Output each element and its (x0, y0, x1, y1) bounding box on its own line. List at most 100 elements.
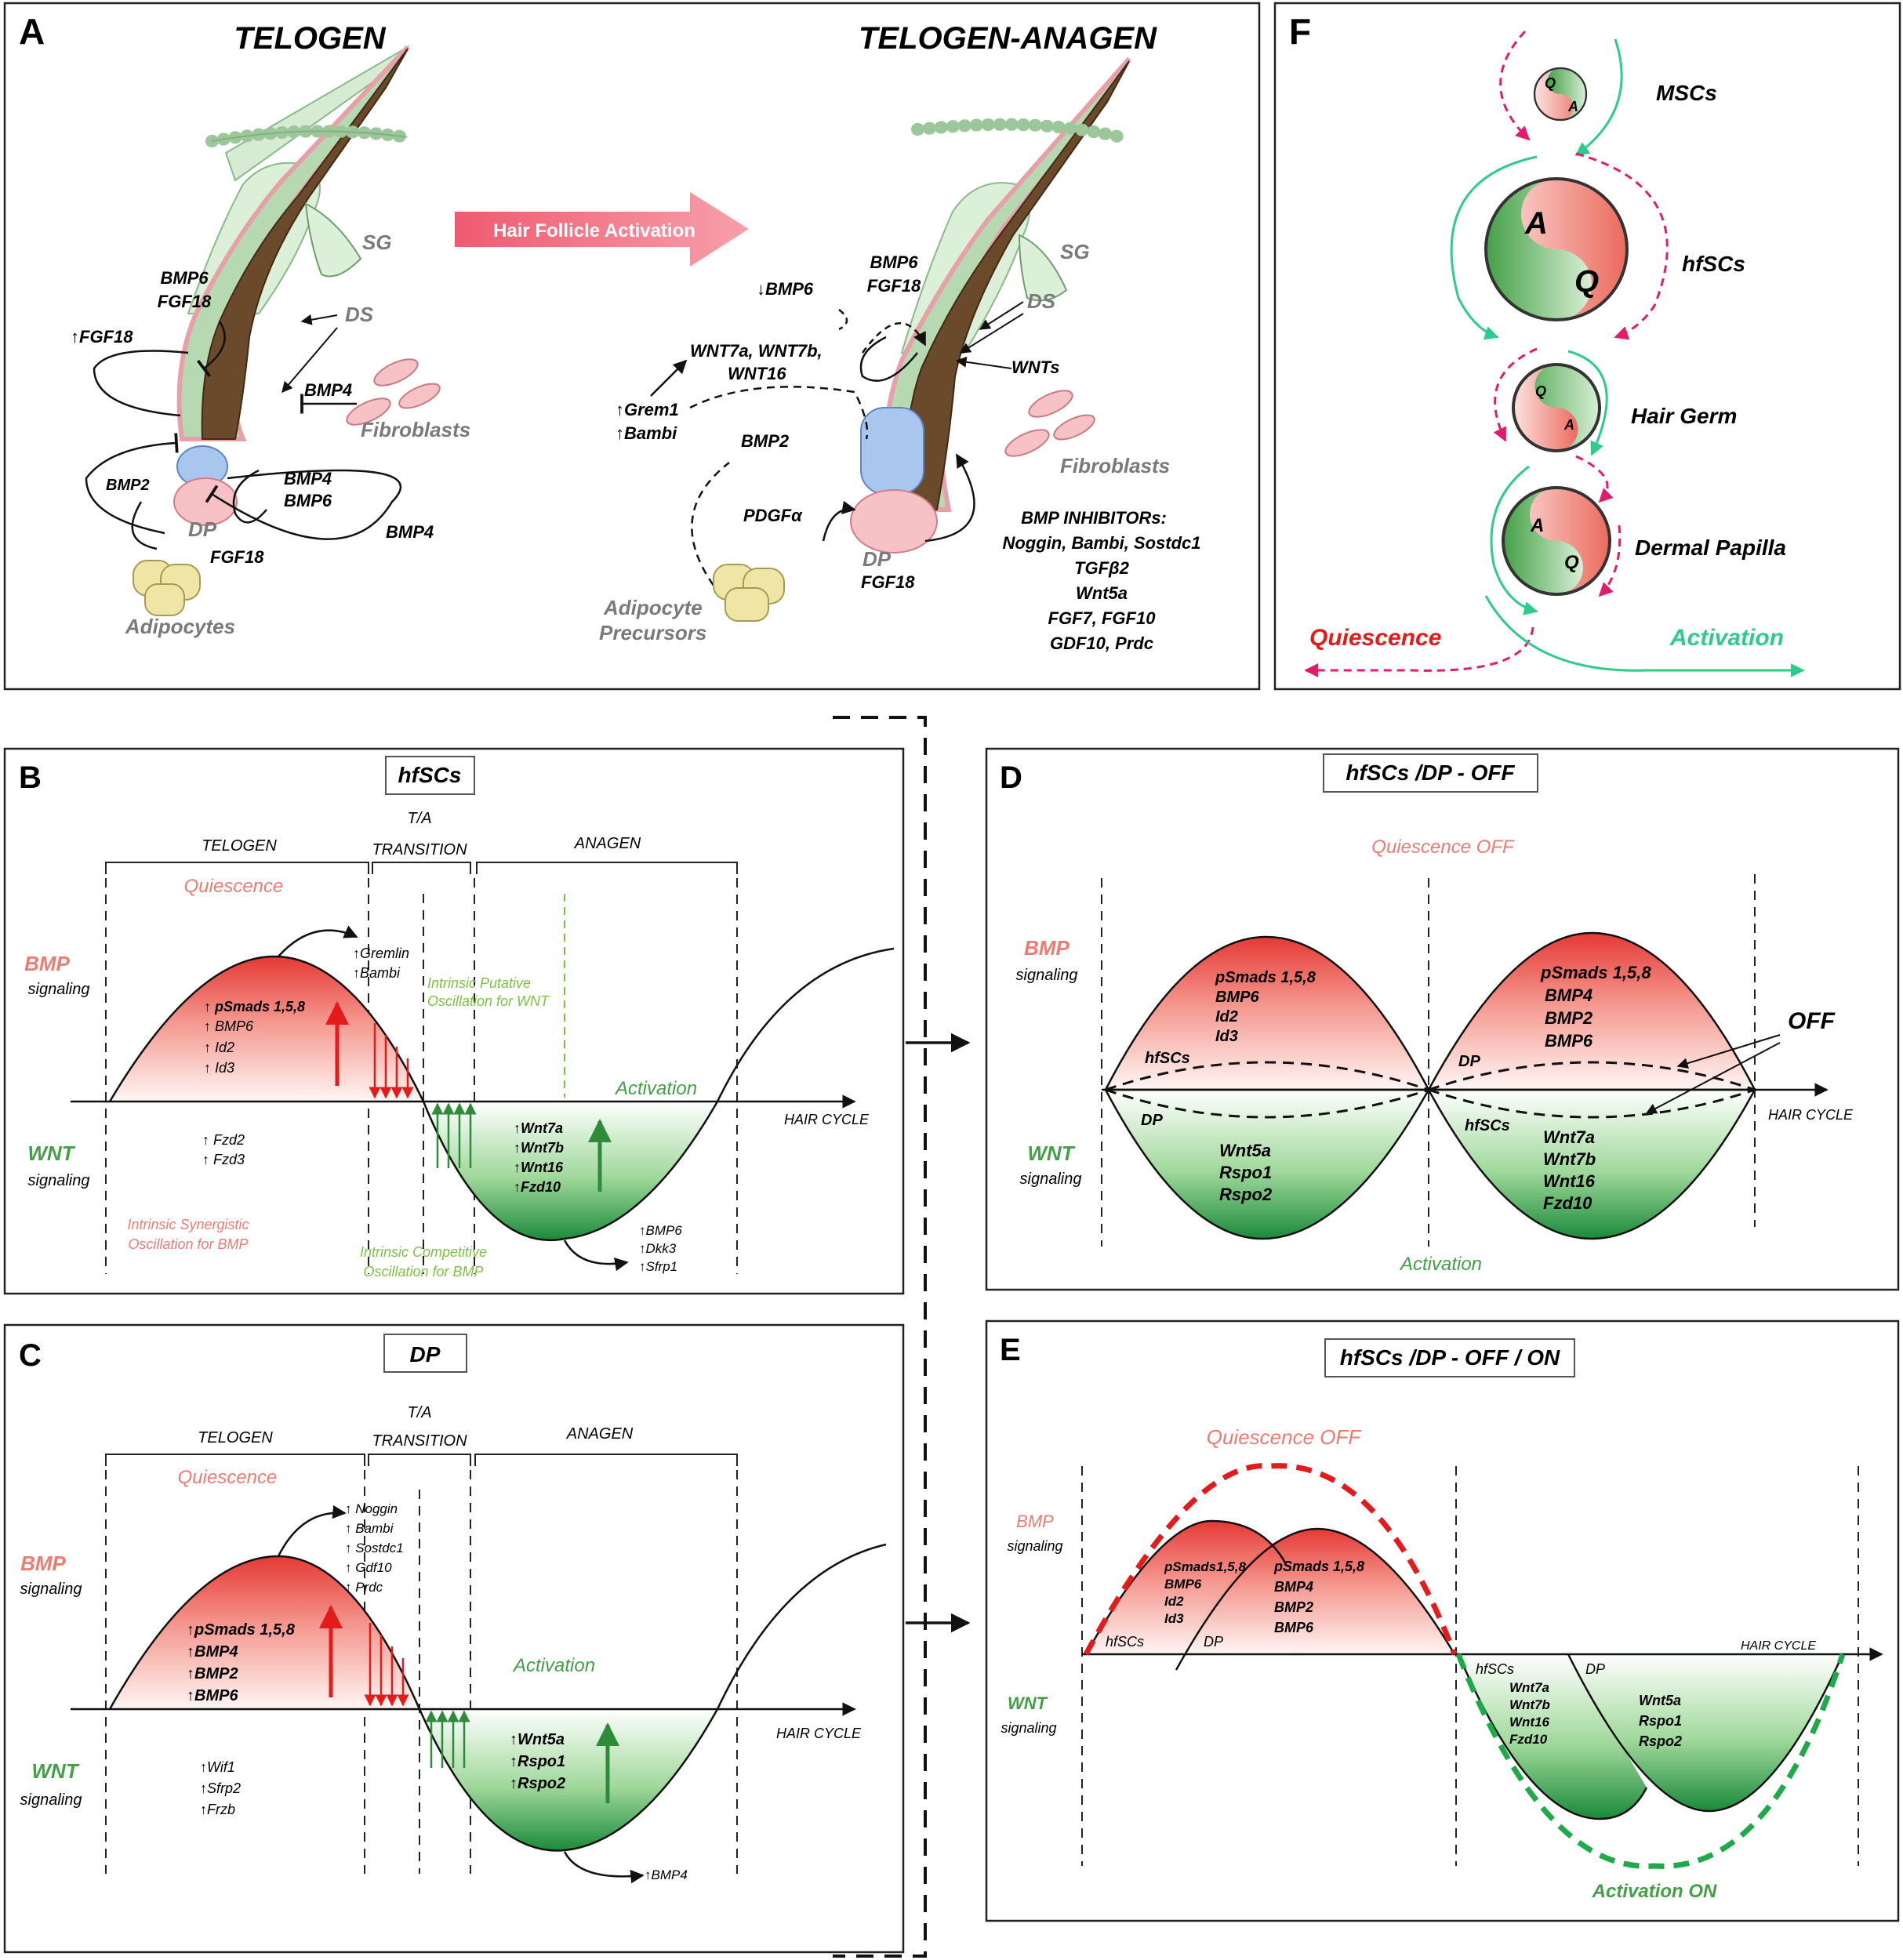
pdgfa-label: PDGFα (743, 506, 803, 525)
d-hair-cycle: HAIR CYCLE (1768, 1107, 1854, 1123)
d-b1-2: BMP6 (1215, 989, 1259, 1006)
c-telogen: TELOGEN (198, 1429, 273, 1446)
e-w2-1: Wnt5a (1639, 1693, 1681, 1708)
dp-fgf18-label: FGF18 (210, 547, 264, 567)
activation-label: Activation (1669, 625, 1784, 651)
dermal-papilla-label: Dermal Papilla (1635, 535, 1786, 560)
c-gene-1: ↑pSmads 1,5,8 (187, 1621, 296, 1639)
svg-text:Wnt5a: Wnt5a (1076, 583, 1128, 603)
dp-q: Q (1564, 552, 1579, 573)
b-gene-3: ↑ Id2 (204, 1040, 234, 1055)
e-bmp: BMP (1016, 1512, 1054, 1531)
panel-b-title: hfSCs (398, 763, 462, 787)
fibroblast-cells-right (1004, 390, 1095, 457)
b-bmp-signaling: signaling (28, 981, 90, 998)
c-inhib-2: ↑ Bambi (345, 1521, 394, 1536)
bmp4-c-label: BMP4 (386, 522, 434, 542)
panel-d: D hfSCs /DP - OFF Quiescence OFF OFF BMP… (985, 747, 1900, 1291)
c-bmp: BMP (20, 1552, 66, 1575)
grem1-label: ↑Grem1 (616, 400, 679, 419)
d-b1-1: pSmads 1,5,8 (1215, 969, 1316, 986)
panel-d-letter: D (1000, 760, 1022, 795)
svg-text:GDF10, Prdc: GDF10, Prdc (1050, 633, 1153, 653)
telogen-anagen-follicle (850, 57, 1131, 554)
e-b1-1: pSmads1,5,8 (1164, 1559, 1246, 1574)
panel-c-letter: C (19, 1338, 42, 1373)
b-bambi: ↑Bambi (353, 965, 401, 981)
hair-germ-yinyang (1512, 363, 1601, 452)
e-dp-2: DP (1585, 1661, 1605, 1677)
bmp-inhibitors-list: BMP INHIBITORs: Noggin, Bambi, Sostdc1 T… (1002, 508, 1200, 653)
e-quiescence-off: Quiescence OFF (1207, 1425, 1363, 1449)
c-inhib-3: ↑ Sostdc1 (345, 1541, 404, 1555)
germ-q: Q (1535, 383, 1546, 399)
anagen-phase: ANAGEN (574, 835, 641, 852)
bmp6-b-label: BMP6 (284, 491, 332, 510)
b-putative-2: Oscillation for WNT (427, 993, 550, 1009)
panel-e-title: hfSCs /DP - OFF / ON (1340, 1345, 1560, 1370)
panel-c-title: DP (410, 1342, 441, 1367)
b-late-3: ↑Sfrp1 (639, 1259, 677, 1274)
bmp4-a-label: BMP4 (304, 380, 352, 400)
hfscs-q: Q (1574, 264, 1599, 299)
d-b1-4: Id3 (1215, 1028, 1238, 1045)
e-hfscs-2: hfSCs (1476, 1661, 1514, 1677)
d-b1-3: Id2 (1215, 1008, 1238, 1025)
fibroblasts-label: Fibroblasts (361, 418, 470, 441)
b-synergistic-1: Intrinsic Synergistic (127, 1217, 249, 1232)
e-b1-3: Id2 (1164, 1594, 1184, 1609)
svg-text:Noggin, Bambi, Sostdc1: Noggin, Bambi, Sostdc1 (1002, 533, 1200, 553)
mscs-a: A (1567, 99, 1578, 114)
b-activation: Activation (614, 1078, 697, 1099)
adipocyte-cells (133, 560, 201, 616)
dp-right-fgf18-label: FGF18 (861, 572, 915, 592)
d-w2-2: Wnt7b (1543, 1149, 1596, 1169)
hfscs-a: A (1524, 206, 1548, 241)
d-wnt-signaling: signaling (1020, 1171, 1082, 1188)
d-w2-4: Fzd10 (1543, 1193, 1592, 1213)
e-w2-2: Rspo1 (1639, 1713, 1682, 1729)
b-gene-2: ↑ BMP6 (204, 1018, 254, 1034)
telogen-title: TELOGEN (234, 21, 386, 56)
d-hfscs-2: hfSCs (1465, 1117, 1510, 1134)
c-ta-1: T/A (407, 1404, 431, 1421)
c-inhib-1: ↑ Noggin (345, 1501, 398, 1516)
e-hfscs-1: hfSCs (1106, 1634, 1144, 1650)
b-wnt-gene-1: ↑Wnt7a (514, 1120, 563, 1136)
panel-d-title: hfSCs /DP - OFF (1346, 760, 1515, 785)
e-b2-2: BMP4 (1274, 1579, 1313, 1595)
b-putative-1: Intrinsic Putative (427, 975, 531, 991)
e-b1-4: Id3 (1164, 1611, 1184, 1626)
b-synergistic-2: Oscillation for BMP (128, 1236, 248, 1252)
sg-label: SG (362, 230, 392, 254)
b-gene-1: ↑ pSmads 1,5,8 (204, 999, 305, 1014)
up-fgf18-label: ↑FGF18 (71, 327, 133, 347)
panel-e: E hfSCs /DP - OFF / ON Quiescence OFF BM… (985, 1319, 1900, 1922)
activation-arrow-label: Hair Follicle Activation (493, 220, 695, 241)
b-wnt-signaling: signaling (28, 1172, 90, 1189)
panel-a-letter: A (19, 11, 45, 52)
fibroblast-cells (346, 358, 441, 426)
dp-a: A (1530, 515, 1544, 536)
e-w1-3: Wnt16 (1509, 1715, 1550, 1730)
dp-label: DP (188, 517, 217, 541)
hfscs-yinyang (1484, 177, 1629, 321)
e-w1-4: Fzd10 (1509, 1732, 1548, 1747)
mscs-q: Q (1545, 75, 1556, 91)
svg-text:FGF7, FGF10: FGF7, FGF10 (1048, 608, 1157, 628)
b-competitive-2: Oscillation for BMP (363, 1264, 483, 1279)
d-activation: Activation (1399, 1254, 1482, 1275)
d-b2-3: BMP2 (1545, 1008, 1593, 1028)
c-gene-3: ↑BMP2 (187, 1665, 238, 1682)
d-quiescence-off: Quiescence OFF (1371, 837, 1515, 858)
b-gremlin: ↑Gremlin (353, 946, 409, 961)
wnt-right-label-2: WNT16 (728, 364, 786, 383)
activation-arrow (455, 192, 749, 267)
d-w1-2: Rspo1 (1219, 1163, 1272, 1182)
c-bmp-signaling: signaling (20, 1581, 82, 1598)
b-late-2: ↑Dkk3 (639, 1241, 677, 1256)
c-sfrp2: ↑Sfrp2 (200, 1780, 241, 1796)
d-b2-4: BMP6 (1545, 1031, 1593, 1051)
b-gene-4: ↑ Id3 (204, 1060, 234, 1076)
